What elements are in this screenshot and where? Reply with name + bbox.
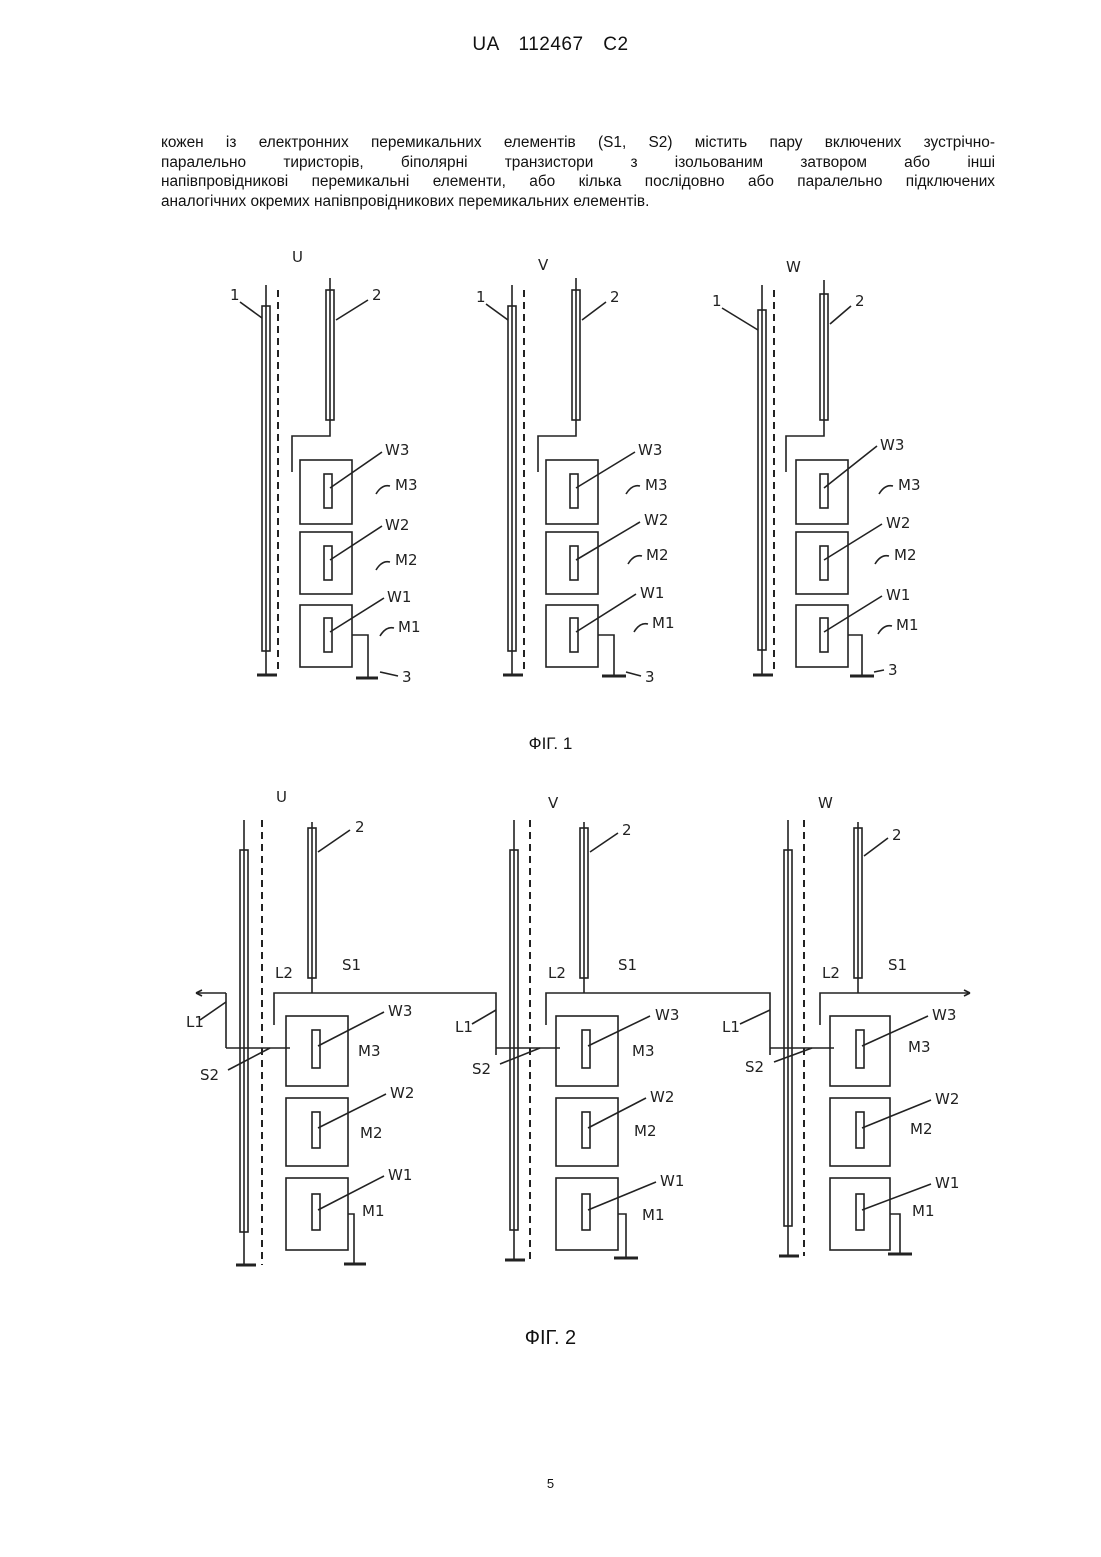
fig1-winding-w3: W3 — [880, 436, 904, 454]
fig1-label-2: 2 — [372, 286, 382, 304]
fig1-module-m3: M3 — [898, 476, 921, 494]
fig2-switch-s2: S2 — [472, 1060, 491, 1078]
fig1-winding-w2: W2 — [886, 514, 910, 532]
fig2-module-m1: M1 — [362, 1202, 385, 1220]
description-paragraph: кожен із електронних перемикальних елеме… — [161, 133, 995, 211]
figure-1-svg: U 1 2 W3 M3 W2 M2 — [0, 240, 1101, 700]
fig2-module-m2: M2 — [634, 1122, 657, 1140]
fig2-phase-label: W — [818, 794, 833, 812]
fig2-winding-w1: W1 — [935, 1174, 959, 1192]
fig2-line-l2: L2 — [822, 964, 840, 982]
fig1-winding-w2: W2 — [644, 511, 668, 529]
fig1-module-m2: M2 — [395, 551, 418, 569]
fig1-winding-w3: W3 — [638, 441, 662, 459]
fig2-phase-u: U 2 S1 L2 L1 S2 W3 M3 W2 — [186, 788, 414, 1265]
fig1-winding-w3: W3 — [385, 441, 409, 459]
fig1-winding-w2: W2 — [385, 516, 409, 534]
fig2-winding-w2: W2 — [390, 1084, 414, 1102]
fig2-switch-s2: S2 — [200, 1066, 219, 1084]
fig2-switch-s1: S1 — [618, 956, 637, 974]
fig1-winding-w1: W1 — [640, 584, 664, 602]
fig2-winding-w1: W1 — [388, 1166, 412, 1184]
fig1-module-m2: M2 — [894, 546, 917, 564]
fig1-phase-label: U — [292, 248, 303, 266]
fig1-label-3: 3 — [402, 668, 412, 686]
fig1-phase-label: V — [538, 256, 549, 274]
paragraph-line: аналогічних окремих напівпровідникових п… — [161, 192, 995, 212]
fig1-module-m2: M2 — [646, 546, 669, 564]
paragraph-line: кожен із електронних перемикальних елеме… — [161, 133, 995, 153]
fig1-label-1: 1 — [230, 286, 240, 304]
fig2-line-l1: L1 — [455, 1018, 473, 1036]
figure-2-caption: ФІГ. 2 — [0, 1327, 1101, 1350]
fig2-winding-w2: W2 — [935, 1090, 959, 1108]
paragraph-line: напівпровідникові перемикальні елементи,… — [161, 172, 995, 192]
fig1-label-2: 2 — [610, 288, 620, 306]
patent-number-header: UA 112467 C2 — [0, 34, 1101, 56]
fig1-module-m3: M3 — [395, 476, 418, 494]
figure-1-diagram: U 1 2 W3 M3 W2 M2 — [0, 240, 1101, 760]
fig1-label-3: 3 — [888, 661, 898, 679]
fig1-phase-u: U 1 2 W3 M3 W2 M2 — [230, 248, 421, 686]
fig2-line-l1: L1 — [186, 1013, 204, 1031]
fig1-module-m1: M1 — [652, 614, 675, 632]
fig1-label-2: 2 — [855, 292, 865, 310]
fig1-label-1: 1 — [712, 292, 722, 310]
fig2-module-m3: M3 — [632, 1042, 655, 1060]
fig2-switch-s2: S2 — [745, 1058, 764, 1076]
paragraph-line: паралельно тиристорів, біполярні транзис… — [161, 153, 995, 173]
fig1-phase-w: W 1 2 W3 M3 W2 M2 W1 — [712, 258, 921, 679]
fig1-module-m3: M3 — [645, 476, 668, 494]
fig2-switch-s1: S1 — [888, 956, 907, 974]
fig2-module-m3: M3 — [358, 1042, 381, 1060]
fig2-label-2: 2 — [355, 818, 365, 836]
fig2-phase-w: W 2 S1 L2 L1 S2 W3 M3 W2 M2 — [722, 794, 959, 1256]
fig2-phase-label: V — [548, 794, 559, 812]
fig2-module-m2: M2 — [910, 1120, 933, 1138]
fig1-winding-w1: W1 — [886, 586, 910, 604]
fig2-line-l1: L1 — [722, 1018, 740, 1036]
fig1-phase-v: V 1 2 W3 M3 W2 M2 W1 — [476, 256, 675, 686]
fig1-module-m1: M1 — [896, 616, 919, 634]
figure-2-svg: U 2 S1 L2 L1 S2 W3 M3 W2 — [0, 780, 1101, 1280]
fig2-winding-w2: W2 — [650, 1088, 674, 1106]
fig2-label-2: 2 — [622, 821, 632, 839]
fig1-phase-label: W — [786, 258, 801, 276]
fig1-label-1: 1 — [476, 288, 486, 306]
fig2-winding-w3: W3 — [932, 1006, 956, 1024]
fig2-phase-label: U — [276, 788, 287, 806]
fig2-phase-v: V 2 S1 L2 L1 S2 W3 M3 W2 M2 — [455, 794, 684, 1260]
fig2-winding-w3: W3 — [655, 1006, 679, 1024]
fig2-module-m3: M3 — [908, 1038, 931, 1056]
figure-1-caption: ФІГ. 1 — [0, 734, 1101, 754]
fig2-switch-s1: S1 — [342, 956, 361, 974]
fig2-module-m1: M1 — [642, 1206, 665, 1224]
figure-2-diagram: U 2 S1 L2 L1 S2 W3 M3 W2 — [0, 780, 1101, 1300]
fig2-label-2: 2 — [892, 826, 902, 844]
fig1-winding-w1: W1 — [387, 588, 411, 606]
fig2-line-l2: L2 — [275, 964, 293, 982]
fig2-module-m1: M1 — [912, 1202, 935, 1220]
fig2-winding-w1: W1 — [660, 1172, 684, 1190]
fig1-label-3: 3 — [645, 668, 655, 686]
page-number: 5 — [0, 1476, 1101, 1491]
fig2-line-l2: L2 — [548, 964, 566, 982]
fig1-module-m1: M1 — [398, 618, 421, 636]
fig2-winding-w3: W3 — [388, 1002, 412, 1020]
fig2-module-m2: M2 — [360, 1124, 383, 1142]
